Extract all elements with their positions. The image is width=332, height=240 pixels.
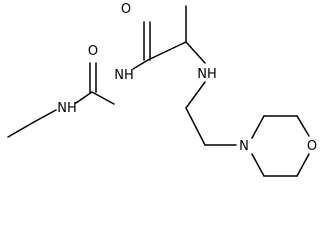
molecule-structure: O NH NH O NH N O <box>7 2 317 177</box>
bond-nh-amide-carbon <box>132 59 149 70</box>
bond-ring-o-lower <box>296 153 310 177</box>
atom-labels: O NH NH O NH N O <box>57 2 317 154</box>
atom-urea-nh-right: NH <box>114 68 134 83</box>
bond-ring-n-upper <box>251 115 265 139</box>
bond-urea-carbon-nh <box>91 91 115 105</box>
bond-ch2-ch2 <box>185 107 206 146</box>
atom-amide-oxygen: O <box>121 2 131 17</box>
bonds <box>7 5 310 177</box>
bond-ethyl-ch2-nh <box>33 109 57 123</box>
bond-ethyl-ch3-ch2 <box>7 121 35 138</box>
atom-amine-nh: NH <box>197 67 217 82</box>
atom-morpholine-nitrogen: N <box>239 139 249 154</box>
atom-morpholine-oxygen: O <box>307 139 317 154</box>
bond-nh-urea-carbon <box>75 91 93 104</box>
bond-amide-carbon-alpha <box>147 41 187 61</box>
bond-ring-upper-c2 <box>296 115 310 137</box>
bond-ring-lower-n <box>251 153 265 177</box>
atom-urea-nh-left: NH <box>57 101 77 116</box>
bond-nh-ch2 <box>185 81 206 109</box>
atom-urea-oxygen: O <box>88 44 98 59</box>
bond-alpha-nh <box>185 41 206 64</box>
